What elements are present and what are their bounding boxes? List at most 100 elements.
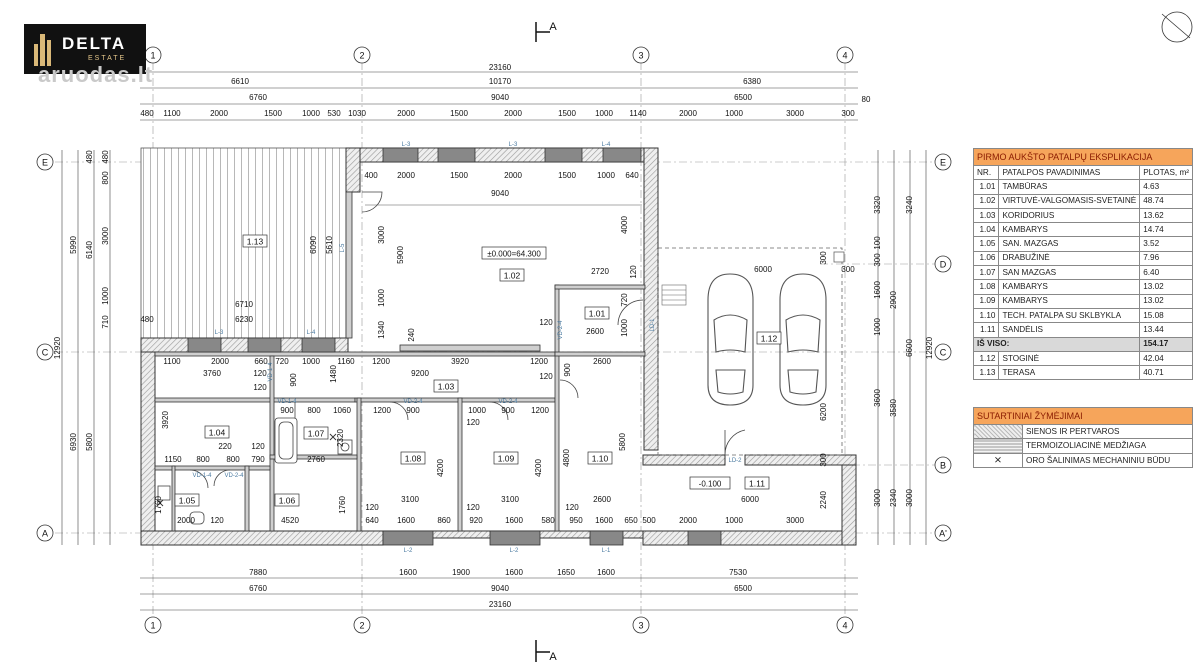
room-label: 1.12 [761,334,778,344]
dim-text: 1200 [530,357,548,366]
dim-text: 2600 [586,327,604,336]
dim-text: 1200 [531,406,549,415]
room-label-boxes [174,234,782,507]
dim-text: 1600 [873,281,882,299]
dim-text: 1140 [629,109,647,118]
dim-text: 240 [407,328,416,342]
schedule-head: NR. [972,164,1000,181]
dim-text: 1000 [597,171,615,180]
dim-text: 1100 [163,357,181,366]
dim-text: 300 [819,251,828,265]
dim-text: 3000 [101,227,110,245]
room-label: 1.11 [749,479,765,489]
lintel-label: VD-2-4 [498,399,518,405]
dim-text: 640 [365,516,379,525]
dim-text: 4800 [562,449,571,467]
brand-subtitle: ESTATE [88,55,127,62]
dim-text: 710 [101,315,110,329]
dim-text: 3320 [873,196,882,214]
level-mark: -0.100 [699,480,722,489]
dim-text: 300 [819,453,828,467]
dim-text: 2320 [336,429,345,447]
dim-text: 6200 [819,403,828,421]
dim-text: 2760 [307,455,325,464]
dim-text: 500 [642,516,656,525]
dim-text: 1480 [329,365,338,383]
dim-text: 800 [196,455,210,464]
dim-text: 2600 [593,495,611,504]
dim-text: 1600 [505,568,523,577]
dim-text: 3100 [401,495,419,504]
dim-text: 1500 [450,109,468,118]
dim-text: 2900 [889,291,898,309]
dim-text: 2000 [504,171,522,180]
axis-label: 3 [638,51,643,61]
lintel-label: L-3 [509,142,518,148]
lintel-label: L-4 [602,142,611,148]
dim-text: 2600 [593,357,611,366]
axis-label: A' [939,529,947,539]
dim-text: 1500 [558,109,576,118]
dim-text: 120 [365,503,379,512]
dim-text: 4200 [436,459,445,477]
axis-label: 4 [842,51,847,61]
dim-text: 6500 [734,93,752,102]
dim-text: 80 [862,95,871,104]
dim-text: 1000 [377,289,386,307]
axis-bubbles [36,46,952,634]
dim-text: 2000 [210,109,228,118]
axis-label: E [940,158,946,168]
lintel-label: L-3 [402,142,411,148]
room-label: 1.10 [592,454,609,464]
dim-text: 2000 [679,109,697,118]
dim-text: 3000 [786,109,804,118]
dim-text: 860 [437,516,451,525]
dim-text: 1760 [154,496,163,514]
dim-text: 1900 [452,568,470,577]
axis-label: 3 [638,621,643,631]
dim-text: 1200 [373,406,391,415]
lintel-label: VD-2-4 [224,473,244,479]
level-mark-box [481,246,547,260]
dim-text: 3000 [873,489,882,507]
bathtub-icon [274,417,298,464]
dim-text: 950 [569,516,583,525]
brand-logo: DELTA ESTATE [24,24,146,74]
section-label: A [549,651,557,662]
dim-text: 1000 [620,319,629,337]
dim-text: 2720 [591,267,609,276]
room-schedule-table: PIRMO AUKŠTO PATALPŲ EKSPLIKACIJA NR. PA… [972,148,1193,381]
dim-text: 3580 [889,399,898,417]
dim-text: 1600 [595,516,613,525]
dim-text: 6760 [249,584,267,593]
dim-text: 2000 [211,357,229,366]
dim-text: 1600 [399,568,417,577]
dim-text: 1600 [397,516,415,525]
dim-text: 120 [539,372,553,381]
dim-text: 3920 [161,411,170,429]
dim-text: 400 [364,171,378,180]
north-arrow-icon [1161,11,1193,43]
dim-text: 900 [280,406,294,415]
dim-text: 6000 [754,265,772,274]
axis-label: D [940,260,947,270]
dim-text: 9040 [491,189,509,198]
lintel-label: LD-2 [728,458,742,464]
dim-text: 790 [251,455,265,464]
dim-text: 120 [539,318,553,327]
dim-text: 9040 [491,584,509,593]
section-mark-icon [535,22,550,662]
dim-text: 220 [218,442,232,451]
dim-text: 2000 [504,109,522,118]
dim-text: 1000 [725,516,743,525]
lintel-label: VD-2-4 [403,399,423,405]
dim-text: 12920 [53,336,62,359]
dim-text: 660 [254,357,268,366]
